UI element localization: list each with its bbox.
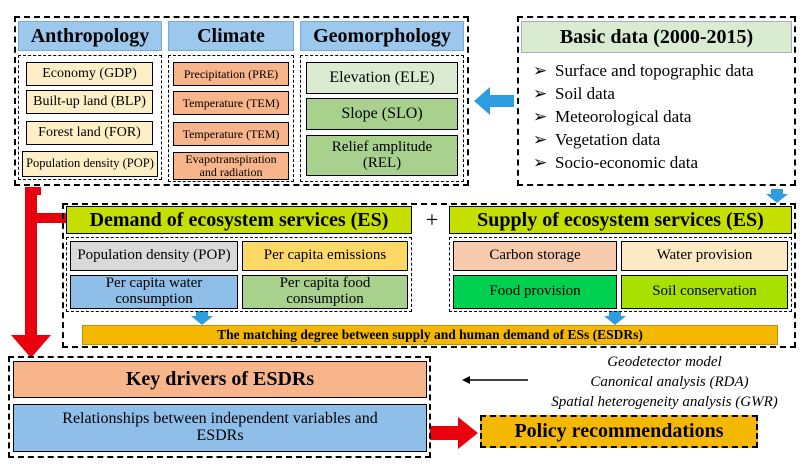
bullet-icon: ➢ bbox=[533, 107, 548, 126]
anthropology-group bbox=[18, 55, 162, 180]
supply-item: Food provision bbox=[453, 275, 617, 309]
basic-data-item: ➢Socio-economic data bbox=[533, 153, 699, 172]
demand-item: Population density (POP) bbox=[70, 241, 238, 271]
bullet-icon: ➢ bbox=[533, 153, 548, 172]
geomorphology-item: Elevation (ELE) bbox=[306, 62, 458, 94]
geomorphology-item: Slope (SLO) bbox=[306, 98, 458, 130]
blue-arrow-down-basic bbox=[766, 189, 788, 203]
supply-item: Carbon storage bbox=[453, 241, 617, 271]
geomorphology-item: Relief amplitude (REL) bbox=[306, 135, 458, 176]
key-drivers-header: Key drivers of ESDRs bbox=[13, 361, 427, 398]
basic-data-header: Basic data (2000-2015) bbox=[521, 21, 792, 53]
method-item: Canonical analysis (RDA) bbox=[590, 374, 749, 390]
climate-item: Evapotranspiration and radiation bbox=[173, 152, 289, 180]
relationships-box: Relationships between independent variab… bbox=[13, 404, 427, 452]
supply-item: Soil conservation bbox=[621, 275, 788, 309]
blue-arrow-down-supply bbox=[604, 311, 626, 325]
anthropology-item: Built-up land (BLP) bbox=[26, 90, 153, 114]
red-arrow-policy-shaft bbox=[430, 426, 460, 440]
geomorphology-group bbox=[300, 55, 464, 182]
supply-group bbox=[449, 237, 792, 312]
drivers-panel bbox=[8, 356, 431, 458]
basic-data-item: ➢Soil data bbox=[533, 84, 615, 103]
red-connector-horizontal bbox=[31, 213, 71, 223]
demand-header: Demand of ecosystem services (ES) bbox=[66, 206, 412, 234]
bullet-icon: ➢ bbox=[533, 130, 548, 149]
plus-sign: + bbox=[425, 207, 439, 232]
policy-recommendations: Policy recommendations bbox=[480, 415, 758, 448]
geomorphology-header: Geomorphology bbox=[300, 21, 464, 51]
es-panel bbox=[62, 203, 796, 348]
climate-item: Temperature (TEM) bbox=[173, 91, 289, 115]
methods-text: Geodetector model Canonical analysis (RD… bbox=[520, 352, 809, 412]
climate-item: Temperature (TEM) bbox=[173, 122, 289, 146]
anthropology-header: Anthropology bbox=[18, 21, 162, 51]
factors-panel bbox=[14, 16, 469, 186]
red-arrow-head-down bbox=[11, 335, 51, 358]
anthropology-item: Forest land (FOR) bbox=[26, 121, 153, 145]
bullet-icon: ➢ bbox=[533, 61, 548, 80]
basic-data-panel bbox=[517, 16, 796, 186]
basic-data-list: ➢Surface and topographic data ➢Soil data… bbox=[533, 61, 795, 176]
basic-data-item: ➢Surface and topographic data bbox=[533, 61, 754, 80]
climate-group bbox=[168, 55, 294, 182]
climate-item: Precipitation (PRE) bbox=[173, 62, 289, 86]
demand-item: Per capita food consumption bbox=[242, 275, 408, 309]
red-connector-vertical bbox=[25, 187, 37, 337]
blue-arrow-down-demand bbox=[191, 311, 213, 325]
climate-header: Climate bbox=[168, 21, 294, 51]
supply-item: Water provision bbox=[621, 241, 788, 271]
demand-item: Per capita water consumption bbox=[70, 275, 238, 309]
blue-arrow-left bbox=[474, 87, 514, 115]
black-arrow-head bbox=[462, 376, 470, 384]
method-item: Geodetector model bbox=[607, 354, 722, 370]
bullet-icon: ➢ bbox=[533, 84, 548, 103]
supply-header: Supply of ecosystem services (ES) bbox=[449, 206, 792, 234]
method-item: Spatial heterogeneity analysis (GWR) bbox=[551, 394, 778, 410]
red-arrow-policy-head bbox=[458, 417, 478, 449]
matching-degree-bar: The matching degree between supply and h… bbox=[82, 325, 778, 345]
anthropology-item: Economy (GDP) bbox=[26, 62, 153, 86]
demand-group bbox=[66, 237, 412, 312]
anthropology-item: Population density (POP) bbox=[22, 151, 158, 177]
basic-data-item: ➢Vegetation data bbox=[533, 130, 661, 149]
basic-data-item: ➢Meteorological data bbox=[533, 107, 692, 126]
demand-item: Per capita emissions bbox=[242, 241, 408, 271]
